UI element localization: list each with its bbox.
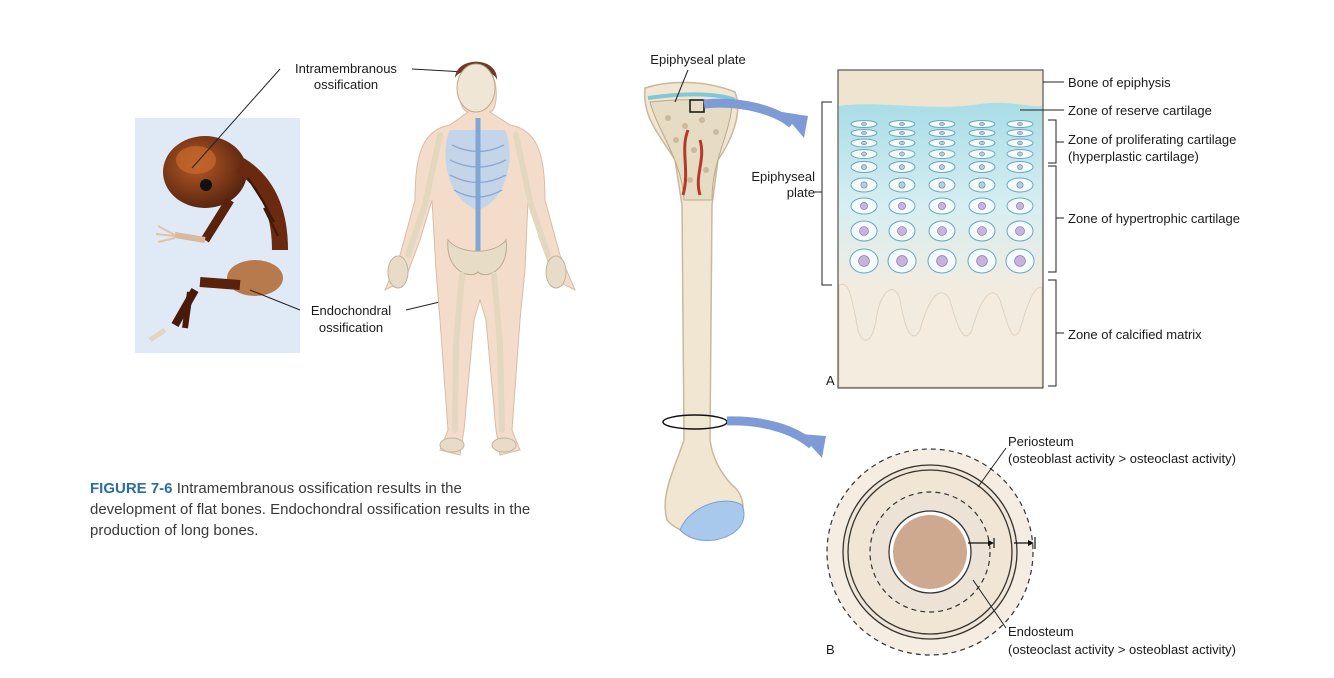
- intramembranous-leader-fetus: [191, 68, 281, 169]
- chondrocyte-nucleus: [899, 122, 905, 126]
- svg-text:ossification: ossification: [319, 320, 383, 335]
- periosteum-label: Periosteum (osteoblast activity > osteoc…: [977, 434, 1236, 488]
- svg-text:A: A: [826, 373, 835, 388]
- endosteum-label: Endosteum (osteoclast activity > osteobl…: [972, 579, 1236, 657]
- figure-caption: FIGURE 7-6 Intramembranous ossification …: [90, 478, 540, 541]
- chondrocyte-nucleus: [979, 131, 985, 135]
- chondrocyte-nucleus: [898, 181, 906, 189]
- zone-hypertrophic-cartilage: Zone of hypertrophic cartilage: [1068, 211, 1240, 226]
- chondrocyte-nucleus: [979, 151, 985, 157]
- svg-text:(osteoblast activity > osteocl: (osteoblast activity > osteoclast activi…: [1008, 451, 1236, 466]
- chondrocyte-nucleus: [936, 255, 948, 267]
- chondrocyte-nucleus: [899, 151, 905, 157]
- chondrocyte-nucleus: [1017, 140, 1023, 146]
- intramembranous-label: Intramembranous ossification: [191, 61, 466, 169]
- svg-text:Periosteum: Periosteum: [1008, 434, 1074, 449]
- arrow-head-b: [800, 434, 826, 458]
- arrow-to-panel-b: [726, 416, 815, 449]
- chondrocyte-nucleus: [939, 151, 945, 157]
- svg-text:Epiphyseal plate: Epiphyseal plate: [650, 52, 745, 67]
- chondrocyte-nucleus: [861, 131, 867, 135]
- skeleton-illustration: [384, 61, 576, 456]
- epiphyseal-plate-top-label: Epiphyseal plate: [650, 52, 746, 103]
- panel-b-cross-section: B: [826, 448, 1036, 657]
- chondrocyte-nucleus: [979, 140, 985, 146]
- chondrocyte-nucleus: [861, 164, 867, 170]
- arrow-to-panel-a: [703, 98, 795, 128]
- chondrocyte-nucleus: [899, 131, 905, 135]
- chondrocyte-nucleus: [1016, 202, 1024, 210]
- chondrocyte-nucleus: [1017, 131, 1023, 135]
- chondrocyte-nucleus: [939, 122, 945, 126]
- panel-a-growth-plate: A: [826, 69, 1044, 389]
- zone-labels: [1020, 81, 1064, 387]
- endochondral-label: Endochondral ossification: [249, 289, 449, 335]
- zone-reserve-cartilage: Zone of reserve cartilage: [1068, 103, 1212, 118]
- chondrocyte-nucleus: [976, 255, 988, 267]
- svg-text:B: B: [826, 642, 835, 657]
- chondrocyte-nucleus: [861, 140, 867, 146]
- chondrocyte-nucleus: [898, 202, 906, 210]
- section-ring: [662, 414, 728, 430]
- epiphyseal-plate-bracket: Epiphyseal plate: [751, 101, 832, 286]
- chondrocyte-nucleus: [860, 181, 868, 189]
- chondrocyte-nucleus: [899, 140, 905, 146]
- chondrocyte-nucleus: [978, 202, 986, 210]
- intramembranous-leader-skull: [411, 68, 466, 73]
- chondrocyte-nucleus: [939, 140, 945, 146]
- chondrocyte-nucleus: [1017, 122, 1023, 126]
- figure-number: FIGURE 7-6: [90, 480, 173, 497]
- figure-caption-text: Intramembranous ossification results in …: [90, 480, 531, 539]
- chondrocyte-nucleus: [899, 164, 905, 170]
- chondrocyte-nucleus: [861, 122, 867, 126]
- chondrocyte-nucleus: [1014, 255, 1026, 267]
- chondrocyte-nucleus: [896, 255, 908, 267]
- fetus-photo: [135, 118, 300, 353]
- marrow-cavity: [893, 515, 967, 589]
- svg-text:Endochondral: Endochondral: [311, 303, 391, 318]
- chondrocyte-nucleus: [978, 181, 986, 189]
- chondrocyte-nucleus: [1017, 151, 1023, 157]
- svg-text:ossification: ossification: [314, 77, 378, 92]
- svg-text:plate: plate: [787, 185, 815, 200]
- chondrocyte-nucleus: [1017, 164, 1023, 170]
- chondrocyte-nucleus: [938, 181, 946, 189]
- zone-calcified-matrix: Zone of calcified matrix: [1068, 327, 1202, 342]
- chondrocyte-nucleus: [937, 226, 947, 236]
- chondrocyte-nucleus: [1016, 181, 1024, 189]
- chondrocyte-nucleus: [979, 164, 985, 170]
- zoom-box: [689, 99, 705, 113]
- chondrocyte-nucleus: [861, 151, 867, 157]
- chondrocyte-nucleus: [859, 226, 869, 236]
- arrow-head-a: [782, 112, 808, 138]
- chondrocyte-nucleus: [858, 255, 870, 267]
- chondrocyte-nucleus: [939, 164, 945, 170]
- svg-text:(osteoclast activity > osteobl: (osteoclast activity > osteoblast activi…: [1008, 642, 1236, 657]
- chondrocyte-nucleus: [977, 226, 987, 236]
- chondrocyte-nucleus: [979, 122, 985, 126]
- endochondral-leader-fetus: [249, 289, 301, 311]
- chondrocyte-nucleus: [939, 131, 945, 135]
- chondrocyte-nucleus: [1015, 226, 1025, 236]
- svg-text:Epiphyseal: Epiphyseal: [751, 169, 815, 184]
- zone-bone-of-epiphysis: Bone of epiphysis: [1068, 75, 1171, 90]
- zone-proliferating-cartilage: Zone of proliferating cartilage: [1068, 132, 1236, 147]
- svg-text:Endosteum: Endosteum: [1008, 624, 1074, 639]
- chondrocyte-nucleus: [897, 226, 907, 236]
- chondrocyte-nucleus: [860, 202, 868, 210]
- zone-proliferating-subtitle: (hyperplastic cartilage): [1068, 149, 1199, 164]
- skull: [456, 63, 496, 113]
- chondrocyte-nucleus: [938, 202, 946, 210]
- chondrocyte-columns: [849, 120, 1035, 274]
- svg-text:Intramembranous: Intramembranous: [295, 61, 397, 76]
- long-bone: [643, 81, 745, 541]
